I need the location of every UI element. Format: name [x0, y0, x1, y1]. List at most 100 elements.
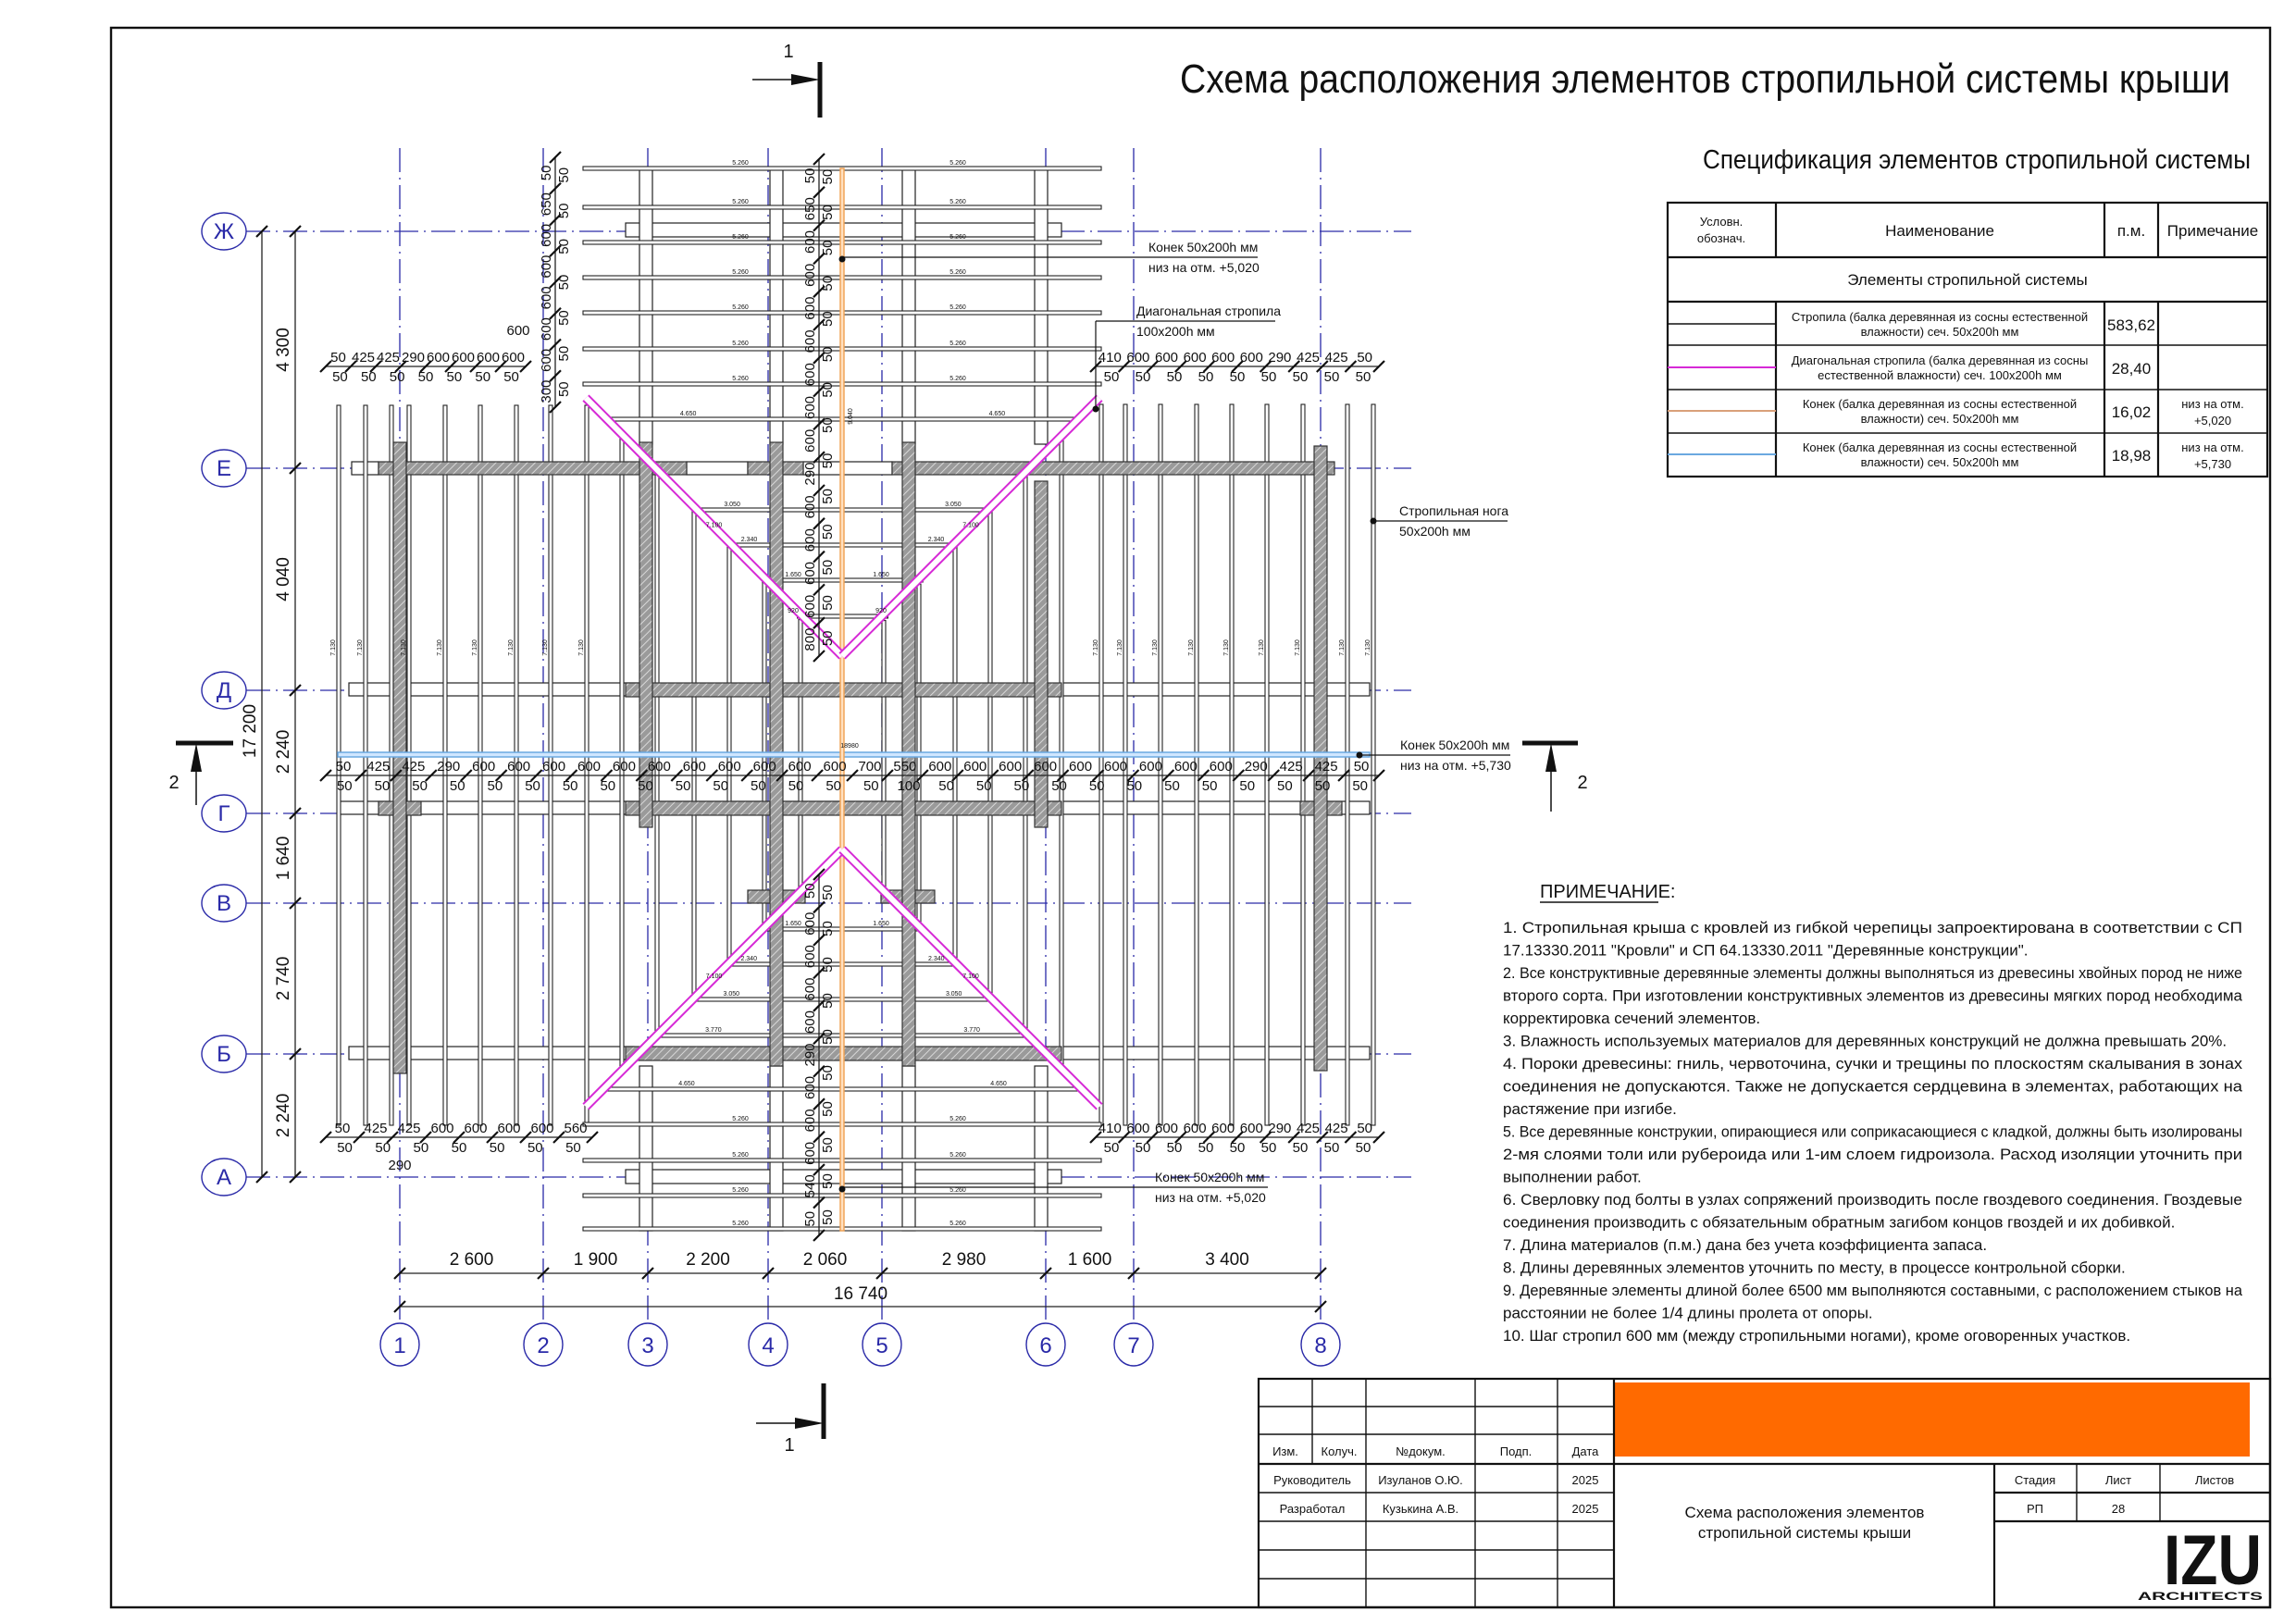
dimension-value: 600: [802, 528, 818, 552]
spec-title: Спецификация элементов стропильной систе…: [1703, 145, 2251, 175]
header-symbol: обознач.: [1697, 231, 1745, 245]
dimension-value: 650: [539, 192, 554, 216]
dimension-tick: [519, 360, 532, 373]
note-line: выполнении работ.: [1503, 1169, 1642, 1186]
grid-row-label: Б: [217, 1042, 231, 1067]
rafter-length-label: 3.050: [945, 502, 962, 508]
grid-axis-label: 1: [393, 1333, 405, 1358]
rafter-length-label: 7.130: [1117, 639, 1123, 656]
dimension-value: 425: [402, 759, 425, 775]
rafter-length-label: 5.260: [949, 234, 966, 241]
dimension-value: 600: [477, 350, 500, 366]
rafter: [1098, 403, 1104, 1126]
wall-plate: [769, 167, 784, 445]
dimension-tick: [1259, 360, 1272, 373]
note-line: 4. Пороки древесины: гниль, червоточина,…: [1503, 1055, 2243, 1072]
callout-text: низ на отм. +5,020: [1155, 1190, 1266, 1205]
dimension-tick: [1316, 360, 1329, 373]
dimension-value: 290: [388, 1158, 411, 1173]
beam: [1034, 480, 1049, 828]
ridge-beam-blue: [337, 751, 1371, 758]
dimension-value: 600: [802, 1010, 818, 1034]
diagonal-rafter-inner: [583, 395, 845, 659]
note-line: 2-мя слоями толи или рубероида или 1-им …: [1503, 1146, 2242, 1163]
dimension-row-span: 1 640: [274, 837, 293, 881]
header-symbol: Условн.: [1700, 215, 1744, 229]
dimension-value: 425: [366, 759, 390, 775]
dimension-tick: [916, 769, 929, 782]
rafter-length-label: 7.130: [330, 639, 337, 656]
spec-name: Конек (балка деревянная из сосны естеств…: [1803, 397, 2077, 411]
dimension-tick: [813, 1196, 825, 1209]
diagonal-length-label: 7.100: [706, 973, 723, 980]
dimension-value: 50: [335, 1121, 351, 1136]
dimension-value: 600: [1126, 1121, 1149, 1136]
dimension-tick: [1197, 769, 1210, 782]
rafter-length-label: 5.260: [949, 1152, 966, 1159]
dimension-tick: [1231, 1131, 1244, 1144]
dimension-tick: [494, 360, 507, 373]
callout-text: низ на отм. +5,730: [1400, 758, 1511, 773]
dimension-tick: [1202, 1131, 1216, 1144]
dimension-value: 50: [525, 778, 540, 794]
dimension-value: 425: [1297, 350, 1320, 366]
dimension-tick: [813, 900, 825, 914]
dimension-value: 50: [556, 381, 572, 397]
dimension-value: 600: [539, 349, 554, 372]
dimension-column-span: 2 200: [686, 1250, 730, 1270]
dimension-total-columns: 16 740: [834, 1284, 887, 1304]
rafter-length-label: 5.260: [732, 1221, 749, 1227]
grid-axis-label: 6: [1039, 1333, 1051, 1358]
dimension-value: 50: [1261, 369, 1277, 385]
dimension-tick: [1372, 1131, 1385, 1144]
dimension-tick: [255, 1171, 268, 1184]
dimension-value: 290: [1268, 1121, 1291, 1136]
grid-row-bubble: [201, 1158, 247, 1196]
rafter: [548, 404, 553, 1126]
dimension-tick: [813, 616, 825, 629]
dimension-tick: [289, 897, 302, 910]
dimension-value: 50: [336, 759, 352, 775]
dimension-value: 50: [1315, 778, 1331, 794]
note-line: 7. Длина материалов (п.м.) дана без учет…: [1503, 1236, 1987, 1254]
dimension-value: 425: [1280, 759, 1303, 775]
note-line: соединения не допускаются. Также не допу…: [1503, 1078, 2243, 1096]
note-line: 17.13330.2011 "Кровли" и СП 64.13330.201…: [1503, 942, 2029, 960]
dimension-value: 50: [1167, 1140, 1183, 1156]
dimension-tick: [319, 1131, 332, 1144]
rafter-length-label: 5.260: [732, 160, 749, 167]
dimension-value: 50: [820, 560, 836, 576]
rafter-length-label: 3.050: [724, 502, 740, 508]
dimension-tick: [289, 225, 302, 238]
person-name: Кузькина А.В.: [1383, 1502, 1458, 1516]
rafter: [1158, 403, 1163, 1126]
dimension-row-span: 2 240: [274, 1094, 293, 1138]
dimension-value: 425: [1325, 1121, 1348, 1136]
dimension-value: 50: [1089, 778, 1105, 794]
dimension-tick: [875, 1267, 888, 1280]
dimension-value: 50: [1293, 369, 1309, 385]
dimension-tick: [353, 1131, 366, 1144]
grid-row-bubble: [201, 794, 247, 833]
dimension-tick: [529, 769, 543, 782]
notes-section: ПРИМЕЧАНИЕ: 1. Стропильная крыша с кровл…: [1503, 882, 2243, 1345]
dimension-value: 800: [802, 628, 818, 651]
header-kol: Колуч.: [1322, 1444, 1358, 1458]
dimension-value: 600: [530, 1121, 553, 1136]
dimension-value: 50: [820, 1065, 836, 1081]
grid-axis-bubble: [1025, 1322, 1066, 1367]
dimension-value: 50: [820, 524, 836, 539]
dimension-value: 50: [556, 275, 572, 291]
rafter-length-label: 7.130: [1223, 639, 1230, 656]
dimension-value: 50: [820, 1137, 836, 1153]
role-label: Разработал: [1280, 1502, 1346, 1516]
dimension-value: 425: [364, 1121, 387, 1136]
spec-name: естественной влажности) сеч. 100х200h мм: [1818, 368, 2062, 382]
note-line: растяжение при изгибе.: [1503, 1100, 1677, 1118]
dimension-tick: [813, 1064, 825, 1078]
dimension-tick: [1232, 769, 1246, 782]
dimension-value: 50: [1277, 778, 1293, 794]
dimension-value: 600: [539, 317, 554, 341]
